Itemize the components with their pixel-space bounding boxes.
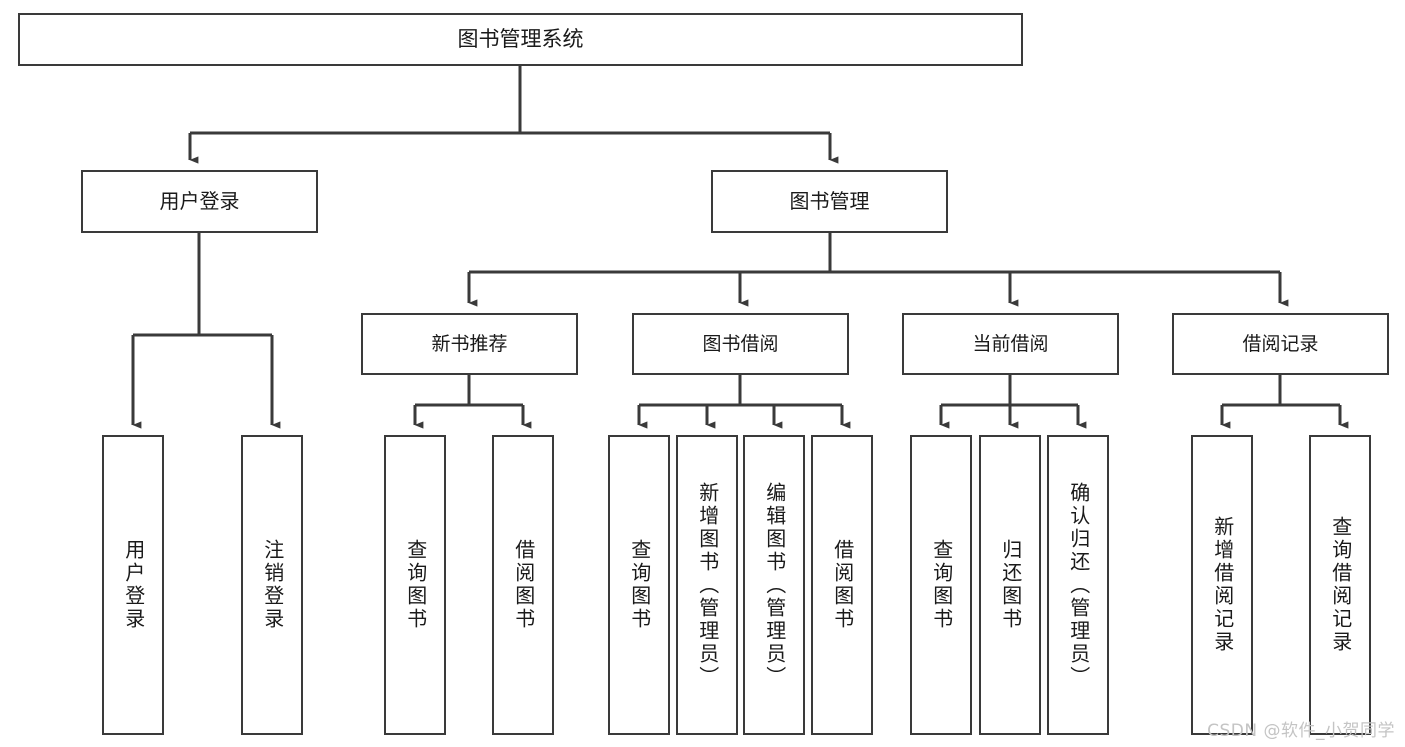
leaf-borrow-3[interactable]: 借阅图书: [811, 435, 873, 735]
leaf-current-2-label: 确认归还（管理员）: [1066, 481, 1091, 689]
leaf-borrow-1[interactable]: 新增图书（管理员）: [676, 435, 738, 735]
node-user-login[interactable]: 用户登录: [81, 170, 318, 233]
leaf-borrow-0-label: 查询图书: [627, 539, 652, 631]
leaf-records-0[interactable]: 新增借阅记录: [1191, 435, 1253, 735]
leaf-new-books-1[interactable]: 借阅图书: [492, 435, 554, 735]
leaf-current-2[interactable]: 确认归还（管理员）: [1047, 435, 1109, 735]
leaf-records-1[interactable]: 查询借阅记录: [1309, 435, 1371, 735]
leaf-user-login-0[interactable]: 用户登录: [102, 435, 164, 735]
node-book-borrow[interactable]: 图书借阅: [632, 313, 849, 375]
leaf-borrow-2[interactable]: 编辑图书（管理员）: [743, 435, 805, 735]
node-new-book-recommend-label: 新书推荐: [431, 332, 508, 355]
leaf-borrow-3-label: 借阅图书: [830, 539, 855, 631]
leaf-current-0[interactable]: 查询图书: [910, 435, 972, 735]
leaf-current-0-label: 查询图书: [929, 539, 954, 631]
leaf-borrow-1-label: 新增图书（管理员）: [695, 481, 720, 689]
node-user-login-label: 用户登录: [159, 188, 240, 213]
leaf-borrow-2-label: 编辑图书（管理员）: [762, 481, 787, 689]
csdn-watermark: CSDN @软件_小贺同学: [1207, 721, 1395, 741]
leaf-new-books-1-label: 借阅图书: [511, 539, 536, 631]
leaf-records-1-label: 查询借阅记录: [1328, 516, 1353, 654]
node-current-borrow[interactable]: 当前借阅: [902, 313, 1119, 375]
leaf-records-0-label: 新增借阅记录: [1210, 516, 1235, 654]
leaf-current-1-label: 归还图书: [998, 539, 1023, 631]
node-book-management[interactable]: 图书管理: [711, 170, 948, 233]
leaf-user-login-1-label: 注销登录: [260, 539, 285, 631]
leaf-new-books-0-label: 查询图书: [403, 539, 428, 631]
node-book-management-label: 图书管理: [789, 188, 870, 213]
leaf-user-login-0-label: 用户登录: [121, 539, 146, 631]
node-book-borrow-label: 图书借阅: [702, 332, 779, 355]
node-root-label: 图书管理系统: [457, 27, 584, 52]
node-new-book-recommend[interactable]: 新书推荐: [361, 313, 578, 375]
node-borrow-records[interactable]: 借阅记录: [1172, 313, 1389, 375]
leaf-user-login-1[interactable]: 注销登录: [241, 435, 303, 735]
node-current-borrow-label: 当前借阅: [972, 332, 1049, 355]
leaf-borrow-0[interactable]: 查询图书: [608, 435, 670, 735]
node-borrow-records-label: 借阅记录: [1242, 332, 1319, 355]
leaf-new-books-0[interactable]: 查询图书: [384, 435, 446, 735]
leaf-current-1[interactable]: 归还图书: [979, 435, 1041, 735]
node-root[interactable]: 图书管理系统: [18, 13, 1023, 66]
